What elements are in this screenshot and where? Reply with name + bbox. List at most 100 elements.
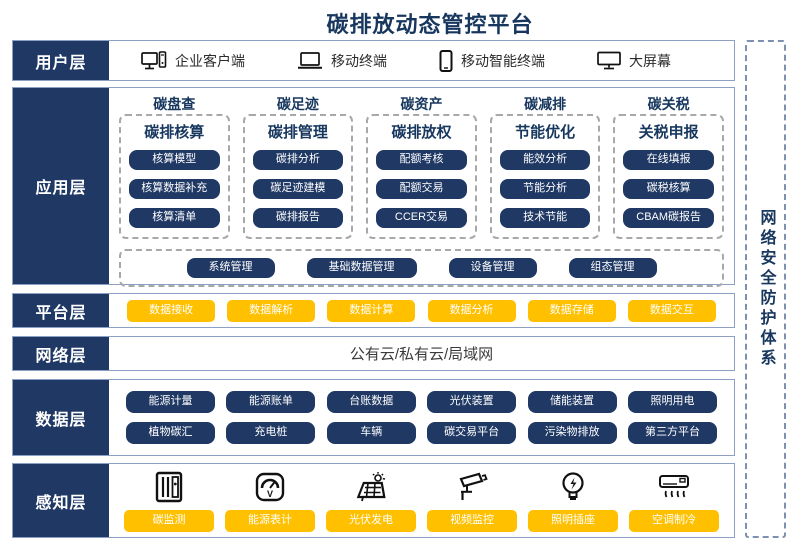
app-column-header: 碳盘查 — [153, 96, 196, 112]
data-source-button[interactable]: 第三方平台 — [627, 422, 717, 444]
app-column-carbon-asset: 碳资产 碳排放权 配额考核 配额交易 CCER交易 — [366, 94, 477, 239]
perception-layer-label: 感知层 — [13, 464, 109, 537]
network-cloud-text: 公有云/私有云/局域网 — [349, 346, 494, 363]
app-column-box: 碳排放权 配额考核 配额交易 CCER交易 — [366, 114, 477, 239]
data-source-button[interactable]: 充电桩 — [226, 422, 316, 444]
platform-items: 数据接收 数据解析 数据计算 数据分析 数据存储 数据交互 — [109, 294, 734, 327]
data-layer-row: 数据层 能源计量 能源账单 台账数据 光伏装置 储能装置 照明用电 植物碳汇 充… — [12, 379, 735, 456]
user-item-label: 大屏幕 — [629, 52, 671, 69]
data-layer-label: 数据层 — [13, 380, 109, 455]
platform-module-button[interactable]: 数据存储 — [527, 299, 616, 322]
platform-module-button[interactable]: 数据计算 — [327, 299, 416, 322]
perception-layer-content: 碳监测 V 能源表计 光伏发电 — [109, 464, 734, 537]
perception-item-energy-meter: V 能源表计 — [225, 469, 315, 532]
data-source-button[interactable]: 储能装置 — [527, 391, 617, 413]
app-module-button[interactable]: 在线填报 — [623, 150, 714, 170]
app-common-modules-box: 系统管理 基础数据管理 设备管理 组态管理 — [119, 249, 724, 287]
platform-module-button[interactable]: 数据解析 — [227, 299, 316, 322]
app-module-button[interactable]: 能效分析 — [499, 150, 591, 170]
app-module-button[interactable]: 配额考核 — [376, 150, 467, 170]
data-source-button[interactable]: 能源账单 — [226, 391, 316, 413]
user-items: 企业客户端 移动终端 移动智能终端 — [109, 41, 734, 80]
perception-item-air-conditioning: 空调制冷 — [629, 469, 719, 532]
user-layer-row: 用户层 企业客户端 移动终端 — [12, 40, 735, 81]
app-column-box: 碳排核算 核算模型 核算数据补充 核算清单 — [119, 114, 230, 239]
air-conditioner-icon — [657, 469, 691, 503]
app-column-header: 碳足迹 — [276, 96, 319, 112]
perception-item-video-surveillance: 视频监控 — [427, 469, 517, 532]
app-column-carbon-inventory: 碳盘查 碳排核算 核算模型 核算数据补充 核算清单 — [119, 94, 230, 239]
app-column-box: 碳排管理 碳排分析 碳足迹建模 碳排报告 — [242, 114, 354, 239]
app-module-button[interactable]: 配额交易 — [376, 179, 467, 199]
data-row-2: 植物碳汇 充电桩 车辆 碳交易平台 污染物排放 第三方平台 — [126, 422, 717, 444]
app-module-button[interactable]: CCER交易 — [376, 208, 467, 228]
light-bulb-icon — [560, 469, 586, 503]
data-source-button[interactable]: 照明用电 — [627, 391, 717, 413]
solar-panel-icon — [354, 469, 388, 503]
perception-button[interactable]: 光伏发电 — [326, 510, 416, 532]
platform-layer-content: 数据接收 数据解析 数据计算 数据分析 数据存储 数据交互 — [109, 294, 734, 327]
application-layer-row: 应用层 碳盘查 碳排核算 核算模型 核算数据补充 核算清单 碳足迹 碳排管理 — [12, 87, 735, 287]
app-module-button[interactable]: 核算模型 — [129, 150, 220, 170]
page-title: 碳排放动态管控平台 — [326, 12, 534, 37]
platform-module-button[interactable]: 数据接收 — [127, 299, 216, 322]
app-column-box: 节能优化 能效分析 节能分析 技术节能 — [489, 114, 601, 239]
app-column-carbon-reduction: 碳减排 节能优化 能效分析 节能分析 技术节能 — [489, 94, 601, 239]
common-module-button[interactable]: 系统管理 — [186, 258, 275, 278]
user-item-enterprise-client: 企业客户端 — [141, 50, 245, 71]
application-layer-content: 碳盘查 碳排核算 核算模型 核算数据补充 核算清单 碳足迹 碳排管理 碳排分析 … — [109, 88, 734, 287]
perception-button[interactable]: 空调制冷 — [629, 510, 719, 532]
user-item-label: 移动终端 — [331, 52, 387, 69]
app-module-button[interactable]: 碳排分析 — [252, 150, 344, 170]
perception-layer-row: 感知层 碳监测 V 能源表计 — [12, 463, 735, 538]
common-module-button[interactable]: 设备管理 — [448, 258, 537, 278]
common-module-button[interactable]: 基础数据管理 — [306, 258, 417, 278]
user-item-smart-terminal: 移动智能终端 — [439, 49, 545, 72]
app-module-button[interactable]: 核算清单 — [129, 208, 220, 228]
data-source-button[interactable]: 光伏装置 — [427, 391, 517, 413]
app-module-button[interactable]: 核算数据补充 — [129, 179, 220, 199]
data-layer-content: 能源计量 能源账单 台账数据 光伏装置 储能装置 照明用电 植物碳汇 充电桩 车… — [109, 380, 734, 455]
app-module-button[interactable]: 碳税核算 — [623, 179, 714, 199]
app-column-subheader: 节能优化 — [515, 124, 576, 141]
app-column-carbon-tariff: 碳关税 关税申报 在线填报 碳税核算 CBAM碳报告 — [613, 94, 724, 239]
carbon-cabinet-icon — [154, 469, 184, 503]
data-source-button[interactable]: 污染物排放 — [527, 422, 617, 444]
app-column-box: 关税申报 在线填报 碳税核算 CBAM碳报告 — [613, 114, 724, 239]
user-layer-label: 用户层 — [13, 41, 109, 80]
data-source-button[interactable]: 植物碳汇 — [126, 422, 215, 444]
security-sidebar: 网络安全防护体系 — [745, 40, 786, 538]
perception-button[interactable]: 照明插座 — [528, 510, 618, 532]
app-module-button[interactable]: 碳排报告 — [252, 208, 344, 228]
data-source-button[interactable]: 台账数据 — [326, 391, 416, 413]
user-item-label: 移动智能终端 — [461, 52, 545, 69]
perception-item-lighting: 照明插座 — [528, 469, 618, 532]
energy-meter-icon: V — [254, 469, 286, 503]
perception-items: 碳监测 V 能源表计 光伏发电 — [109, 464, 734, 537]
platform-module-button[interactable]: 数据交互 — [627, 299, 716, 322]
data-source-button[interactable]: 碳交易平台 — [427, 422, 517, 444]
perception-button[interactable]: 碳监测 — [124, 510, 214, 532]
smartphone-icon — [439, 49, 453, 72]
app-module-button[interactable]: 技术节能 — [499, 208, 591, 228]
network-layer-content: 公有云/私有云/局域网 — [109, 337, 734, 370]
application-columns: 碳盘查 碳排核算 核算模型 核算数据补充 核算清单 碳足迹 碳排管理 碳排分析 … — [109, 88, 734, 239]
common-module-button[interactable]: 组态管理 — [568, 258, 657, 278]
platform-module-button[interactable]: 数据分析 — [427, 299, 516, 322]
laptop-icon — [297, 51, 323, 71]
app-module-button[interactable]: CBAM碳报告 — [623, 208, 714, 228]
data-source-button[interactable]: 能源计量 — [126, 391, 215, 413]
app-column-header: 碳关税 — [647, 96, 690, 112]
app-module-button[interactable]: 节能分析 — [499, 179, 591, 199]
security-sidebar-label: 网络安全防护体系 — [757, 209, 775, 369]
data-grid: 能源计量 能源账单 台账数据 光伏装置 储能装置 照明用电 植物碳汇 充电桩 车… — [109, 380, 734, 455]
svg-text:V: V — [267, 489, 273, 499]
data-source-button[interactable]: 车辆 — [326, 422, 416, 444]
cctv-camera-icon — [455, 469, 489, 503]
big-screen-icon — [597, 51, 621, 71]
perception-button[interactable]: 视频监控 — [427, 510, 517, 532]
user-item-mobile-terminal: 移动终端 — [297, 51, 387, 71]
app-module-button[interactable]: 碳足迹建模 — [252, 179, 344, 199]
app-column-header: 碳减排 — [524, 96, 567, 112]
perception-button[interactable]: 能源表计 — [225, 510, 315, 532]
